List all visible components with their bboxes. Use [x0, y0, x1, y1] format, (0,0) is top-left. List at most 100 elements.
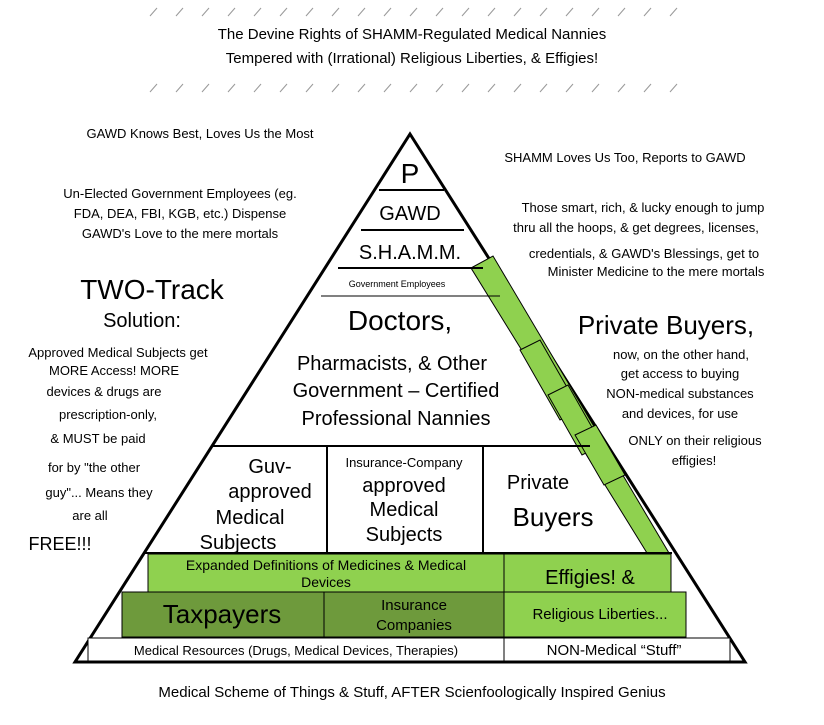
slash-mark: [357, 7, 366, 17]
private-body-line-1: now, on the other hand,: [613, 347, 749, 362]
two-track-body-line-3: devices & drugs are: [47, 384, 162, 399]
two-track-title: TWO-Track: [80, 274, 225, 305]
private-body-line-2: get access to buying: [621, 366, 740, 381]
private-buyers-cell-line-1: Private: [507, 472, 569, 494]
effigies-label: Effigies! &: [545, 567, 635, 589]
private-body-line-6: effigies!: [672, 453, 717, 468]
slash-mark: [253, 7, 262, 17]
slash-mark: [227, 7, 236, 17]
slash-mark: [279, 83, 288, 93]
decorative-slashes-middle: [149, 83, 678, 93]
slash-mark: [461, 7, 470, 17]
private-body-line-5: ONLY on their religious: [628, 433, 762, 448]
shamm-loves-us-note: SHAMM Loves Us Too, Reports to GAWD: [504, 150, 745, 165]
gawd-tier-label: GAWD: [379, 203, 440, 225]
government-certified-label: Government – Certified: [293, 380, 500, 402]
insurance-subjects-header: Insurance-Company: [345, 455, 463, 470]
private-body-line-3: NON-medical substances: [606, 386, 754, 401]
medical-resources-band: [87, 637, 505, 663]
professional-nannies-label: Professional Nannies: [302, 408, 491, 430]
two-track-body-line-6: for by "the other: [48, 460, 141, 475]
free-label: FREE!!!: [28, 534, 91, 554]
insurance-companies-band: [323, 591, 505, 638]
slash-mark: [331, 7, 340, 17]
religious-liberties-band: [503, 591, 687, 638]
smart-note-line-3: credentials, & GAWD's Blessings, get to: [529, 246, 759, 261]
slash-mark: [409, 83, 418, 93]
slash-mark: [539, 7, 548, 17]
smart-note-line-1: Those smart, rich, & lucky enough to jum…: [522, 200, 765, 215]
smart-note-line-2: thru all the hoops, & get degrees, licen…: [513, 220, 759, 235]
slash-mark: [565, 83, 574, 93]
decorative-slashes-top: [149, 7, 678, 17]
slash-mark: [305, 7, 314, 17]
slash-mark: [357, 83, 366, 93]
employees-note-line-3: GAWD's Love to the mere mortals: [82, 226, 279, 241]
slash-mark: [227, 83, 236, 93]
private-buyers-title: Private Buyers,: [578, 310, 754, 340]
slash-mark: [617, 83, 626, 93]
medical-resources-label: Medical Resources (Drugs, Medical Device…: [134, 643, 458, 658]
slash-mark: [487, 83, 496, 93]
insurance-subjects-line-2: Medical: [370, 499, 439, 521]
private-body-line-4: and devices, for use: [622, 406, 738, 421]
private-buyers-cell-line-2: Buyers: [513, 502, 594, 532]
slash-mark: [461, 83, 470, 93]
two-track-body-line-7: guy"... Means they: [45, 485, 153, 500]
insurance-subjects-line-3: Subjects: [366, 524, 443, 546]
religious-liberties-label: Religious Liberties...: [532, 606, 667, 623]
slash-mark: [591, 83, 600, 93]
two-track-subtitle: Solution:: [103, 310, 181, 332]
slash-mark: [591, 7, 600, 17]
government-employees-label: Government Employees: [349, 279, 446, 289]
header-title-line-1: The Devine Rights of SHAMM-Regulated Med…: [218, 26, 607, 43]
slash-mark: [669, 83, 678, 93]
slash-mark: [643, 83, 652, 93]
non-medical-label: NON-Medical “Stuff”: [547, 642, 682, 659]
slash-mark: [487, 7, 496, 17]
taxpayers-band: [121, 591, 325, 638]
guv-approved-line-2: approved: [228, 481, 311, 503]
gawd-knows-best-note: GAWD Knows Best, Loves Us the Most: [86, 126, 313, 141]
two-track-body-line-8: are all: [72, 508, 108, 523]
slash-mark: [409, 7, 418, 17]
non-medical-band: [503, 637, 731, 663]
guv-approved-line-4: Subjects: [200, 532, 277, 554]
effigies-band: [503, 553, 672, 593]
two-track-body-line-5: & MUST be paid: [50, 431, 145, 446]
slash-mark: [435, 83, 444, 93]
slash-mark: [253, 83, 262, 93]
expanded-definitions-band: [147, 553, 505, 593]
slash-mark: [643, 7, 652, 17]
slash-mark: [201, 83, 210, 93]
employees-note-line-2: FDA, DEA, FBI, KGB, etc.) Dispense: [74, 206, 286, 221]
expanded-definitions-line-2: Devices: [301, 574, 351, 590]
guv-approved-line-1: Guv-: [248, 456, 291, 478]
slash-mark: [669, 7, 678, 17]
slash-mark: [435, 7, 444, 17]
slash-mark: [331, 83, 340, 93]
slash-mark: [175, 83, 184, 93]
guv-approved-line-3: Medical: [216, 507, 285, 529]
apex-label: P: [401, 158, 420, 189]
header-title-line-2: Tempered with (Irrational) Religious Lib…: [226, 50, 598, 67]
expanded-definitions-line-1: Expanded Definitions of Medicines & Medi…: [186, 557, 466, 573]
pyramid: P GAWD S.H.A.M.M. Government Employees D…: [72, 131, 748, 664]
pharmacists-label: Pharmacists, & Other: [297, 353, 487, 375]
green-diagonal-block-3: [574, 424, 626, 486]
two-track-body-line-2: MORE Access! MORE: [49, 363, 179, 378]
insurance-companies-line-1: Insurance: [381, 597, 447, 614]
slash-mark: [513, 83, 522, 93]
employees-note-line-1: Un-Elected Government Employees (eg.: [63, 186, 296, 201]
slash-mark: [383, 7, 392, 17]
slash-mark: [279, 7, 288, 17]
two-track-body-line-4: prescription-only,: [59, 407, 157, 422]
smart-note-line-4: Minister Medicine to the mere mortals: [548, 264, 765, 279]
insurance-companies-line-2: Companies: [376, 617, 452, 634]
slash-mark: [149, 83, 158, 93]
slash-mark: [175, 7, 184, 17]
slash-mark: [383, 83, 392, 93]
taxpayers-label: Taxpayers: [163, 599, 282, 629]
slash-mark: [617, 7, 626, 17]
slash-mark: [305, 83, 314, 93]
